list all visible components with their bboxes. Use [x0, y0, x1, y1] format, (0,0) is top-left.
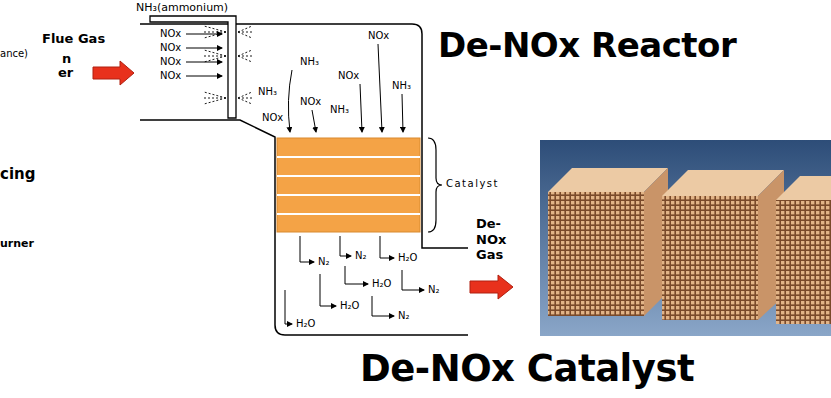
reactor-wall [140, 24, 468, 248]
catalyst-block [662, 170, 784, 320]
inlet-label: Flue Gas [42, 32, 105, 47]
reactor-wall [140, 120, 468, 335]
caption: De-NOx Catalyst [360, 348, 694, 391]
gas-label: NOx [338, 70, 359, 82]
gas-label: N₂ [428, 284, 440, 296]
gas-label: NOx [300, 96, 321, 108]
gas-label: H₂O [398, 252, 417, 264]
gas-label: N₂ [318, 256, 330, 268]
inlet-arrow [93, 61, 134, 85]
catalyst-label: Catalyst [446, 178, 499, 190]
ammonia-pipe [150, 16, 236, 118]
gas-label: NH₃ [330, 104, 349, 116]
gas-label: NOx [262, 112, 283, 124]
outlet-label: De-NOx Gas [476, 216, 516, 263]
gas-label: H₂O [340, 300, 359, 312]
cropped-label: ance) [0, 48, 28, 60]
catalyst-separators [277, 157, 420, 214]
catalyst-photo [540, 140, 831, 336]
gas-label: NOx [160, 42, 181, 54]
gas-label: NOx [160, 70, 181, 82]
gas-label: NH₃ [300, 56, 319, 68]
flow-arrows [186, 34, 222, 76]
gas-label: H₂O [372, 278, 391, 290]
gas-label: NH₃ [258, 86, 277, 98]
heading: De-NOx Reactor [438, 26, 736, 65]
flow-arrows [288, 44, 403, 132]
brace [428, 138, 442, 232]
gas-label: NH₃ [392, 80, 411, 92]
catalyst-block [776, 176, 831, 324]
gas-label: N₂ [398, 310, 410, 322]
pipe-label: NH₃(ammonium) [136, 2, 228, 15]
cropped-label: cing [0, 166, 35, 183]
reactor-outline [140, 24, 468, 335]
gas-label: H₂O [296, 318, 315, 330]
catalyst-layers [277, 138, 420, 232]
catalyst-bed [277, 138, 420, 232]
gas-label: NOx [160, 56, 181, 68]
cropped-label: urner [0, 238, 34, 251]
catalyst-block [548, 168, 668, 316]
photo-background [540, 140, 831, 336]
outlet-arrow [470, 275, 513, 299]
cropped-label: n [62, 52, 71, 67]
gas-label: N₂ [355, 250, 367, 262]
gas-label: NOx [160, 28, 181, 40]
cropped-label: er [58, 66, 73, 81]
gas-label: NOx [368, 30, 389, 42]
flow-arrows [285, 236, 424, 324]
ammonia-spray [204, 26, 252, 104]
